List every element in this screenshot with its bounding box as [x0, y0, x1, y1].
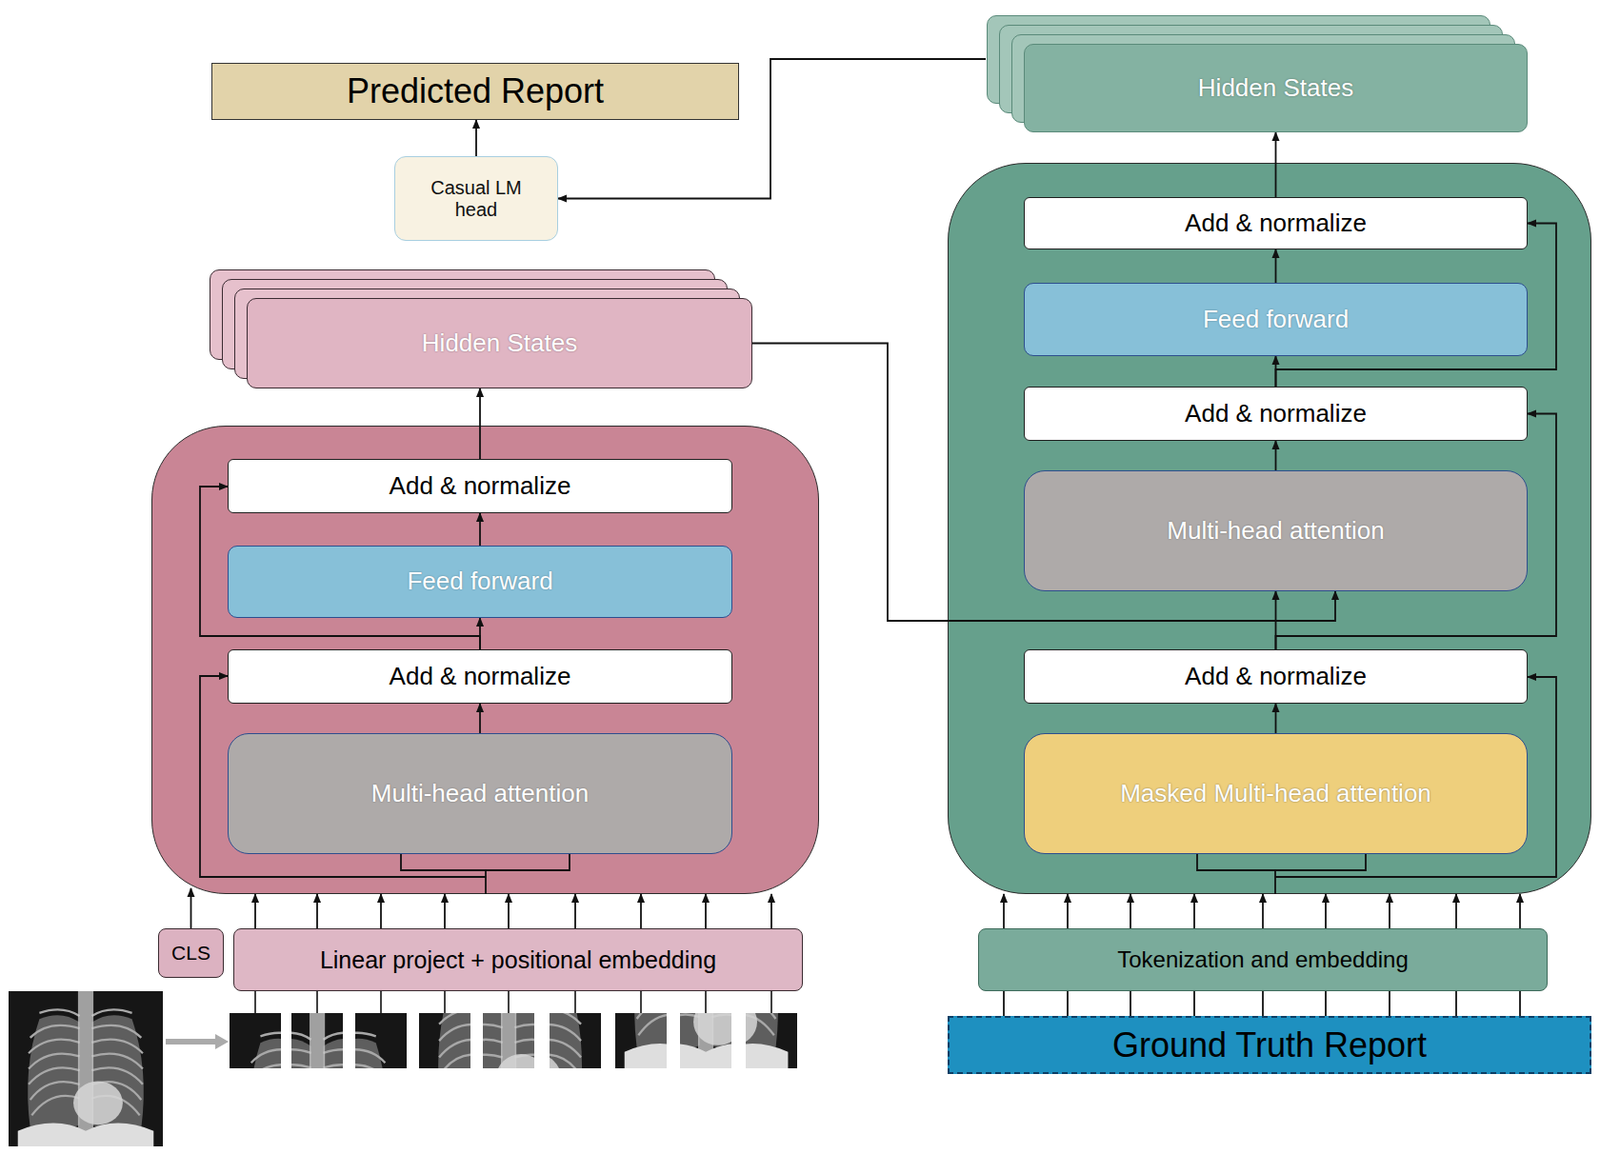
connector [255, 894, 772, 929]
box-label: Multi-head attention [1166, 517, 1384, 546]
norm-box: Add & normalize [227, 649, 733, 704]
connector-line [1519, 894, 1521, 929]
box-label: Add & normalize [1184, 209, 1367, 239]
box-label: Hidden States [421, 329, 578, 359]
hidden-states-stack: Hidden States [1023, 43, 1528, 133]
connector-line [1002, 894, 1005, 929]
connector-line [1129, 991, 1132, 1017]
connector-line [380, 894, 382, 929]
connector-line [1324, 894, 1327, 929]
norm-box: Add & normalize [227, 459, 733, 514]
box-label: CLS [171, 941, 211, 965]
attention-box: Multi-head attention [1023, 470, 1528, 592]
connector-line [1275, 440, 1278, 471]
box-label: Feed forward [406, 567, 553, 597]
decoder-block: Add & normalizeFeed forwardAdd & normali… [947, 162, 1592, 895]
connector-line [1388, 894, 1391, 929]
connector [480, 513, 481, 546]
report-box: Predicted Report [211, 62, 740, 120]
connector-line [1066, 991, 1069, 1017]
embedding-box: Tokenization and embedding [978, 928, 1548, 992]
connector-line [1455, 894, 1458, 929]
masked-attention-box: Masked Multi-head attention [1023, 733, 1528, 855]
connector-line [479, 703, 481, 734]
connector [190, 888, 192, 929]
connector [1275, 132, 1277, 198]
box-label: Feed forward [1202, 305, 1349, 335]
connector-line [640, 894, 642, 929]
grey-arrow [165, 1034, 229, 1050]
attention-box: Multi-head attention [227, 733, 733, 855]
connector-line [190, 888, 193, 929]
connector-line [479, 513, 481, 546]
connector-line [443, 894, 446, 929]
connector-line [1261, 991, 1264, 1017]
connector-line [1066, 894, 1069, 929]
box-label: Add & normalize [1184, 662, 1367, 692]
chest-xray [8, 991, 163, 1147]
box-label: Casual LM head [419, 177, 534, 221]
connector-line [479, 388, 481, 460]
connector-line [1388, 991, 1391, 1017]
feed-forward-box: Feed forward [1023, 282, 1528, 357]
connector-line [1275, 703, 1278, 734]
connector-line [1261, 894, 1264, 929]
connector [476, 120, 478, 157]
feed-forward-box: Feed forward [227, 545, 733, 619]
connector-line [316, 894, 319, 929]
box-label: Hidden States [1198, 74, 1354, 103]
report-box: Ground Truth Report [947, 1016, 1592, 1075]
box-label: Linear project + positional embedding [320, 946, 717, 975]
embedding-box: Linear project + positional embedding [233, 928, 803, 992]
connector [1275, 249, 1277, 283]
box-label: Add & normalize [389, 472, 572, 501]
connector [1275, 440, 1277, 471]
encoder-block: Add & normalizeFeed forwardAdd & normali… [151, 425, 820, 895]
connector-line [475, 120, 478, 157]
connector-line [704, 894, 707, 929]
connector-line [1275, 249, 1278, 283]
box-label: Tokenization and embedding [1117, 946, 1409, 974]
connector-line [1519, 991, 1521, 1017]
norm-box: Add & normalize [1023, 197, 1528, 250]
box-label: Predicted Report [346, 71, 604, 111]
connector-line [770, 894, 773, 929]
connector-line [1129, 894, 1132, 929]
token-box: CLS [158, 928, 224, 979]
box-label: Multi-head attention [371, 780, 589, 809]
connector [1003, 991, 1520, 1017]
connector-line [1193, 991, 1196, 1017]
box-label: Add & normalize [389, 662, 572, 692]
connector [1003, 894, 1520, 929]
head-box: Casual LM head [394, 156, 559, 241]
input-wires [200, 676, 1557, 895]
connector-line [574, 894, 577, 929]
patch-wires [255, 991, 772, 1014]
box-label: Masked Multi-head attention [1120, 780, 1432, 809]
connector [480, 388, 481, 460]
connector-line [254, 894, 257, 929]
connector-line [1193, 894, 1196, 929]
box-label: Ground Truth Report [1112, 1025, 1427, 1065]
connector-line [1324, 991, 1327, 1017]
norm-box: Add & normalize [1023, 649, 1528, 704]
connector-line [1455, 991, 1458, 1017]
connector [1275, 703, 1277, 734]
norm-box: Add & normalize [1023, 386, 1528, 441]
connector-line [1002, 991, 1005, 1017]
box-label: Add & normalize [1184, 400, 1367, 429]
connector-line [1275, 132, 1278, 198]
hidden-states-stack: Hidden States [246, 298, 753, 389]
connector [480, 703, 481, 734]
connector-line [507, 894, 510, 929]
